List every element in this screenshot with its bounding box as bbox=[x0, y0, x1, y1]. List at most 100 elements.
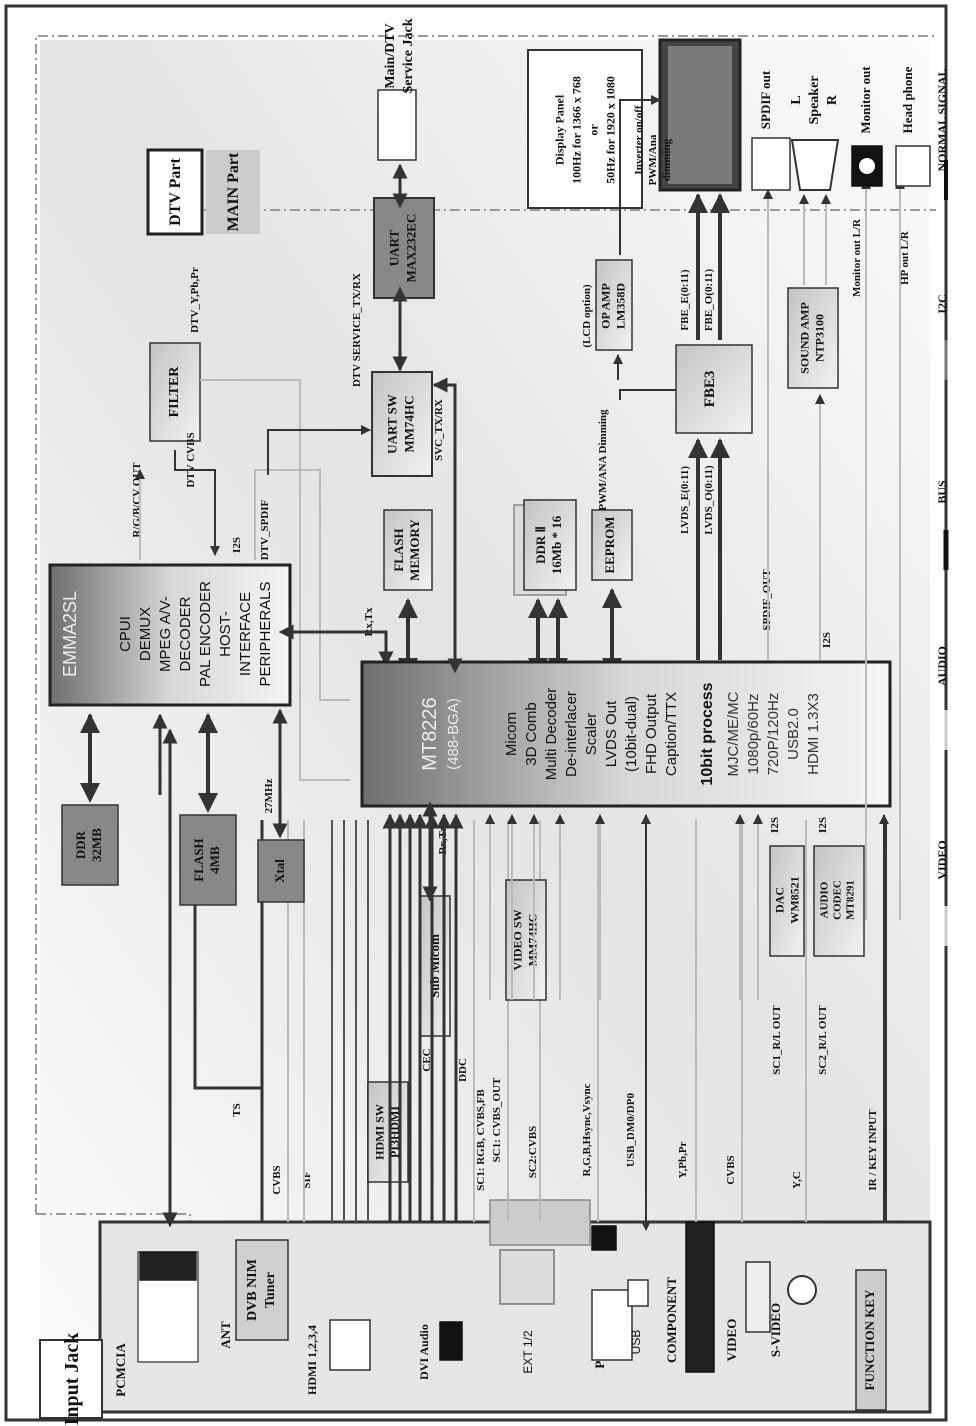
legend-label-3: AUDIO bbox=[935, 646, 949, 686]
xtal-label: Xtal bbox=[272, 859, 287, 883]
signal-label-8: Y,Pb,Pr bbox=[677, 1141, 689, 1178]
mt8226-function-lines2: 720P/120Hz bbox=[765, 693, 782, 776]
display-panel-label: or bbox=[586, 124, 600, 136]
flash-memory-label: FLASH bbox=[391, 528, 406, 571]
i2s-emma-label: I2S bbox=[231, 537, 243, 553]
fbe-o-label: FBE_O(0:11) bbox=[703, 269, 715, 332]
ant-label: ANT bbox=[218, 1321, 233, 1349]
usb-port-icon bbox=[628, 1280, 648, 1306]
dtv-ypbpr-label: DTV_Y,Pb,Pr bbox=[189, 267, 201, 333]
emma-function-lines: INTERFACE bbox=[237, 592, 254, 676]
function-key-label: FUNCTION KEY bbox=[862, 1289, 877, 1390]
video-sw-label: MM74HC bbox=[525, 914, 539, 967]
panel-screen bbox=[668, 46, 732, 184]
display-panel-label: Display Panel bbox=[552, 94, 566, 165]
flash4-label: 4MB bbox=[207, 846, 222, 874]
dvi-audio-label: DVI Audio bbox=[417, 1324, 431, 1380]
signal-label-6: R,G,B,Hsync,Vsync bbox=[581, 1083, 593, 1176]
pcmcia-label: PCMCIA bbox=[113, 1343, 128, 1397]
signal-label-7: USB_DM0/DP0 bbox=[625, 1093, 637, 1167]
eeprom-label: EEPROM bbox=[602, 516, 617, 573]
tuner-label: Tuner bbox=[263, 1272, 278, 1308]
pwm-dim-label: PWM/ANA Dimming bbox=[597, 409, 609, 511]
main-part-label: MAIN Part bbox=[225, 152, 242, 231]
mt8226-function-lines: 3D Comb bbox=[523, 702, 540, 765]
legend-label-2: BUS bbox=[935, 480, 949, 504]
emma-function-lines: DEMUX bbox=[137, 607, 154, 661]
lvds-o-label: LVDS_O(0:11) bbox=[703, 465, 715, 535]
codec-label: AUDIO bbox=[819, 881, 831, 918]
pc-vga-icon bbox=[592, 1290, 632, 1360]
component-jacks-icon bbox=[686, 1222, 714, 1372]
dac-label: DAC bbox=[772, 887, 786, 913]
pc-audio-jack-icon bbox=[592, 1226, 616, 1250]
emma-function-lines: DECODER bbox=[177, 596, 194, 671]
dtv-svc-label: DTV SERVICE_TX/RX bbox=[351, 273, 363, 387]
svc-label: SVC_TX/RX bbox=[433, 399, 445, 461]
headphone-icon bbox=[896, 146, 930, 186]
ddr32-label: DDR bbox=[73, 830, 88, 859]
tuner-box bbox=[236, 1240, 288, 1340]
dtv-spdif-label: DTV_SPDIF bbox=[259, 499, 271, 560]
mt8226-function-lines: Multi Decoder bbox=[543, 688, 560, 781]
hdmi-sw-label: HDMI SW bbox=[372, 1104, 386, 1160]
headphone-label: Head phone bbox=[900, 66, 915, 133]
legend-label-4: VIDEO bbox=[935, 840, 949, 879]
spdif-label: SPDIF out bbox=[758, 70, 773, 129]
fbe3-label: FBE3 bbox=[702, 371, 718, 408]
display-panel-label: 50Hz for 1920 x 1080 bbox=[603, 76, 617, 184]
display-panel-text-box bbox=[528, 50, 642, 208]
mt8226-function-lines2: 1080p/60Hz bbox=[745, 694, 762, 775]
mt8226-function-lines: Scaler bbox=[583, 713, 600, 756]
ext1-connector-icon bbox=[500, 1250, 554, 1304]
signal-label-10: Y,C bbox=[791, 1171, 803, 1189]
speaker-icon bbox=[792, 140, 838, 190]
filter-label: FILTER bbox=[167, 366, 182, 418]
ddc-label: DDC bbox=[457, 1058, 469, 1082]
pwm-ana-label: PWM/Ana bbox=[647, 134, 659, 185]
i2s-sound-label: I2S bbox=[821, 632, 833, 648]
usb-label: USB bbox=[629, 1330, 643, 1355]
speaker-label: L bbox=[789, 95, 804, 104]
lvds-e-label: LVDS_E(0:11) bbox=[679, 466, 691, 534]
hdmi-connector-icon bbox=[330, 1320, 370, 1370]
video-jacks-icon bbox=[746, 1262, 770, 1332]
uart-label: UART bbox=[386, 229, 401, 266]
codec-label: MT8291 bbox=[845, 880, 857, 920]
display-panel-label: 100Hz for 1366 x 768 bbox=[569, 76, 583, 184]
emma-function-lines: PERIPHERALS bbox=[257, 581, 274, 686]
emma-function-lines: MPEG A/V- bbox=[157, 596, 174, 672]
uart-sw-label: UART SW bbox=[384, 394, 399, 454]
flash4-label: FLASH bbox=[191, 838, 206, 881]
emma-title: EMMA2SL bbox=[60, 591, 80, 677]
sc2-rl-label: SC2_R/L OUT bbox=[817, 1005, 829, 1075]
dtv-part-label: DTV Part bbox=[167, 157, 184, 225]
monitor-out-label: Monitor out bbox=[858, 66, 873, 134]
sound-amp-label: SOUND AMP bbox=[797, 302, 811, 374]
signal-label-11: IR / KEY INPUT bbox=[867, 1109, 879, 1191]
signal-label-9: CVBS bbox=[725, 1155, 737, 1184]
mt8226-function-lines: Caption/TTX bbox=[663, 692, 680, 776]
legend-label-1: I2C bbox=[935, 294, 949, 313]
speaker-label: R bbox=[825, 94, 840, 105]
mt8226-function-lines2: USB2.0 bbox=[785, 708, 802, 760]
flash-memory-label: MEMORY bbox=[407, 519, 422, 581]
dvi-audio-jack-icon bbox=[440, 1322, 462, 1360]
signal-label-4: SC1: CVBS_OUT bbox=[491, 1077, 503, 1162]
tuner-label: DVB NIM bbox=[245, 1259, 260, 1321]
mt8226-function-lines: (10bit-dual) bbox=[623, 696, 640, 772]
video-label: VIDEO bbox=[724, 1319, 739, 1362]
speaker-label: Speaker bbox=[807, 76, 822, 125]
rgbcv-label: R/G/B/CV OUT bbox=[131, 462, 143, 538]
dtv-cvbs-label: DTV CVBS bbox=[185, 432, 197, 487]
legend-label-0: NORMAL SIGNAL bbox=[935, 68, 949, 171]
ddr32-label: 32MB bbox=[89, 828, 104, 862]
component-label: COMPONENT bbox=[664, 1277, 679, 1363]
opamp-label: LM358D bbox=[613, 283, 627, 329]
dimming-label: dimming bbox=[661, 138, 673, 181]
ddr2-label: DDR Ⅱ bbox=[533, 526, 548, 564]
lcd-option-label: (LCD option) bbox=[581, 284, 593, 348]
emma-function-lines: HOST- bbox=[217, 611, 234, 657]
svideo-jack-icon bbox=[788, 1276, 816, 1304]
svideo-label: S-VIDEO bbox=[768, 1303, 783, 1357]
